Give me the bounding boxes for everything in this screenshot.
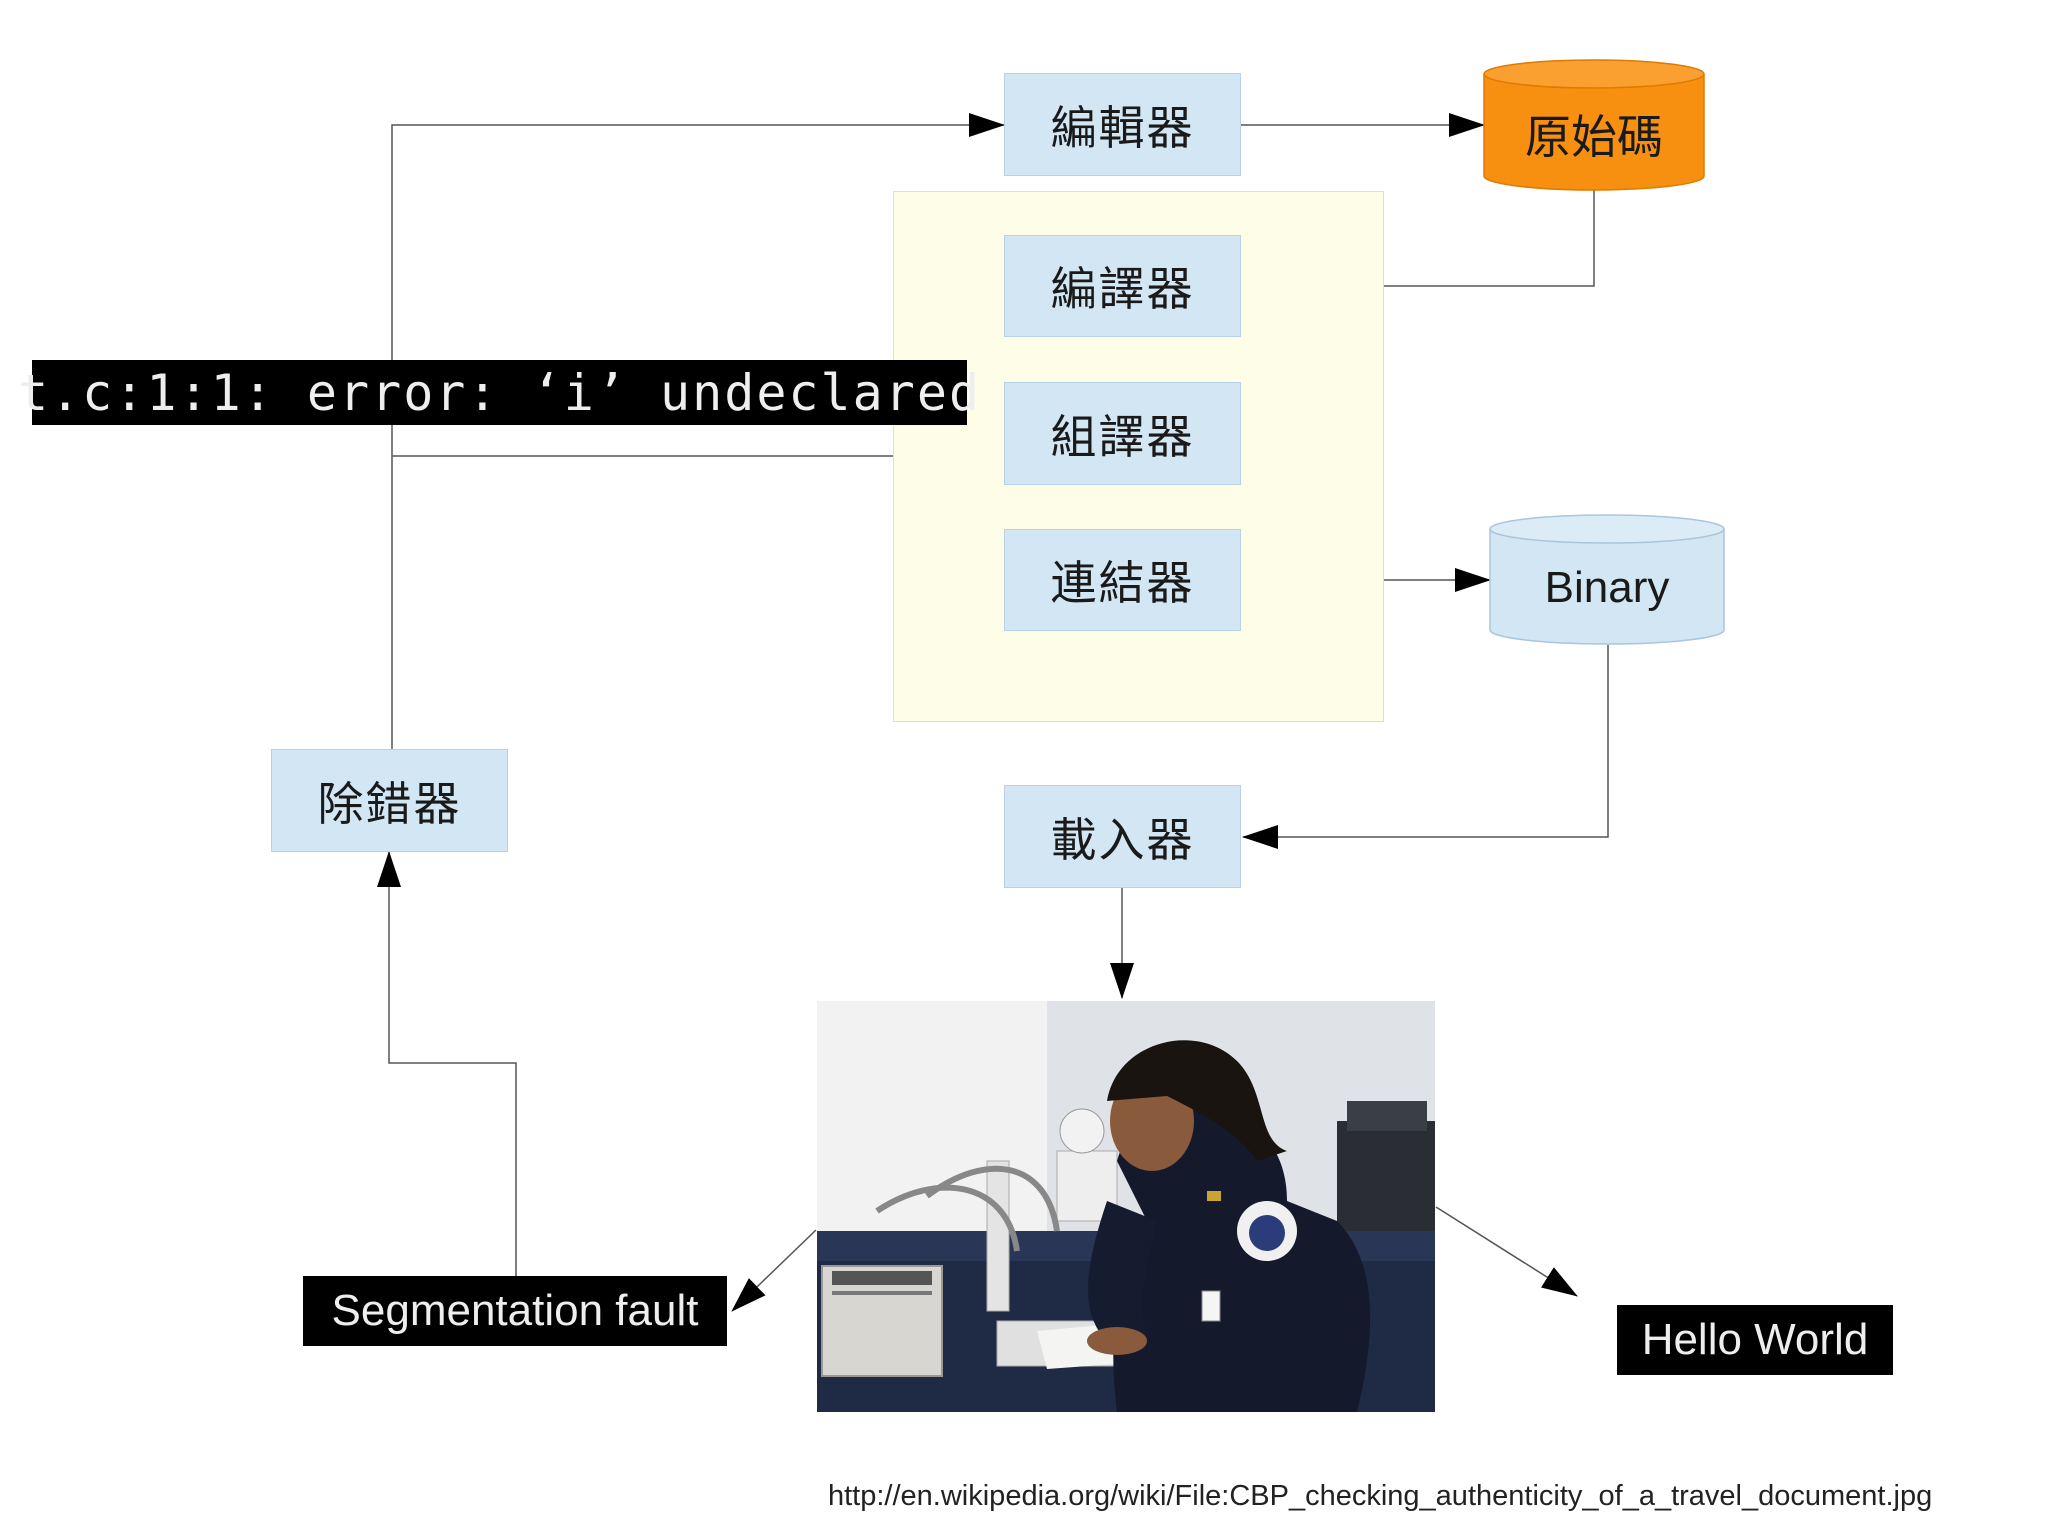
edge-debugger-to-editor (391, 113, 1005, 751)
binary-label: Binary (1544, 562, 1670, 612)
editor-label: 編輯器 (1050, 100, 1195, 155)
edge-run-to-segfault (731, 1229, 817, 1312)
edge-run-to-hello (1435, 1206, 1578, 1297)
photo-illustration (817, 1001, 1435, 1412)
loader-label: 載入器 (1050, 812, 1195, 867)
binary-cylinder (1489, 514, 1725, 645)
linker-label: 連結器 (1050, 556, 1195, 610)
editor-box: 編輯器 (1004, 73, 1241, 176)
edge-segfault-to-debugger (377, 851, 517, 1277)
source-code-cylinder (1483, 59, 1705, 191)
assembler-label: 組譯器 (1050, 409, 1195, 464)
photo-of-officer-at-microscope (817, 1001, 1435, 1412)
loader-box: 載入器 (1004, 785, 1241, 888)
photo-source-url: http://en.wikipedia.org/wiki/File:CBP_ch… (828, 1480, 1933, 1512)
compile-error-message: t.c:1:1: error: ‘i’ undeclared (18, 360, 979, 425)
debugger-label: 除錯器 (317, 776, 462, 831)
linker-box: 連結器 (1004, 529, 1241, 631)
segfault-message: Segmentation fault (303, 1276, 727, 1346)
edge-binary-to-loader (1242, 645, 1609, 849)
compiler-box: 編譯器 (1004, 235, 1241, 337)
debugger-box: 除錯器 (271, 749, 508, 852)
assembler-box: 組譯器 (1004, 382, 1241, 485)
source-code-label: 原始碼 (1525, 110, 1663, 164)
hello-world-message: Hello World (1617, 1305, 1893, 1375)
compiler-label: 編譯器 (1050, 262, 1195, 316)
